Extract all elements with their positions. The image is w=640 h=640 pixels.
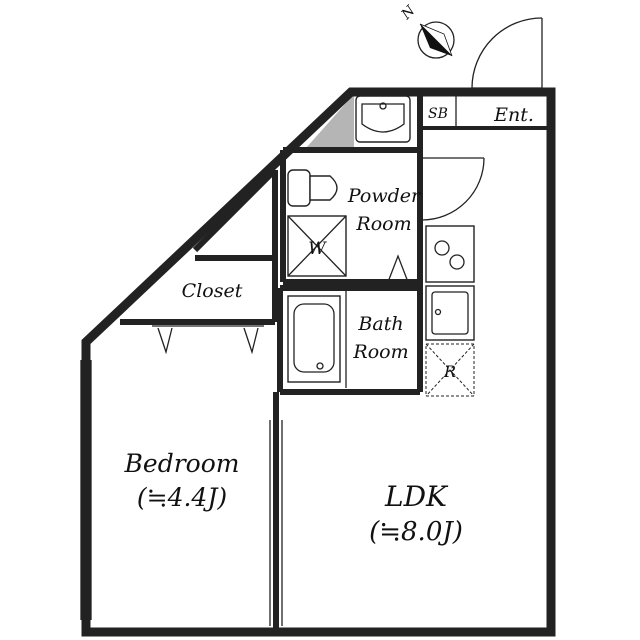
refrigerator-label: R	[443, 362, 456, 381]
bedroom-size-label: (≒4.4J)	[137, 483, 227, 512]
entrance-door[interactable]	[471, 17, 543, 89]
entrance-label: Ent.	[493, 104, 534, 126]
interior-walls	[120, 92, 548, 632]
bath-room-label-line2: Room	[352, 341, 408, 363]
bedroom-label: Bedroom	[124, 449, 240, 478]
toilet-icon	[287, 169, 338, 207]
washer-label: W	[308, 239, 327, 259]
ldk-label: LDK	[384, 480, 449, 513]
outer-wall	[81, 87, 556, 637]
bathtub-icon	[287, 295, 341, 383]
wall-infill	[306, 94, 354, 148]
powder-room-label-line1: Powder	[347, 185, 422, 207]
closet-label: Closet	[182, 280, 243, 302]
shoe-box-label: SB	[428, 106, 448, 122]
bath-door[interactable]	[387, 254, 409, 283]
closet-doors[interactable]	[152, 325, 264, 355]
stove-icon	[425, 225, 475, 283]
north-arrow-icon	[417, 21, 455, 59]
powder-room-label-line2: Room	[355, 213, 411, 235]
ldk-size-label: (≒8.0J)	[369, 517, 463, 547]
powder-room-door[interactable]	[421, 157, 485, 221]
sink-icon	[355, 95, 411, 143]
bedroom-window	[80, 360, 92, 620]
kitchen-sink-icon	[425, 285, 475, 341]
compass-label: N	[398, 2, 419, 23]
refrigerator-space	[425, 343, 475, 397]
washer-icon	[287, 215, 347, 277]
bath-room-label-line1: Bath	[357, 313, 403, 335]
bedroom-sliding-door[interactable]	[269, 420, 283, 626]
